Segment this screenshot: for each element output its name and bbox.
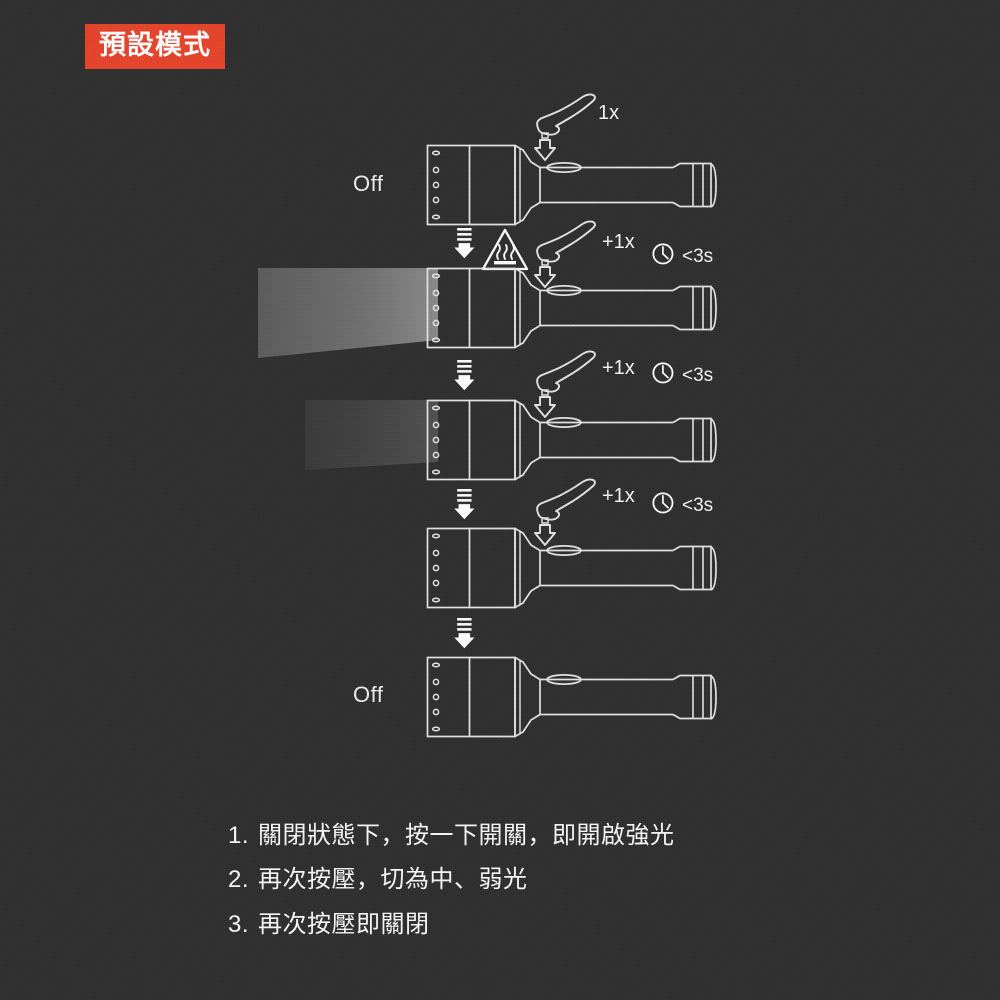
state-label-off-top: Off <box>353 171 384 196</box>
light-beam-high <box>258 268 438 358</box>
list-item: 2. 再次按壓，切為中、弱光 <box>228 864 868 896</box>
flashlight-row-5-off <box>426 656 717 738</box>
finger-press-icon-row-4 <box>534 478 596 546</box>
flashlight-row-1-off <box>426 144 717 226</box>
press-count-row-4: +1x <box>602 485 635 507</box>
light-beam-medium <box>305 400 438 470</box>
motion-down-arrow-icon-1 <box>454 228 475 259</box>
clock-icon-row-3 <box>652 362 674 384</box>
flashlight-row-2-high <box>426 267 717 349</box>
hot-surface-warning-icon <box>481 228 529 271</box>
step-number: 3. <box>228 910 250 938</box>
list-item: 1. 關閉狀態下，按一下開關，即開啟強光 <box>228 820 868 852</box>
clock-icon-row-4 <box>652 492 674 514</box>
state-label-off-bottom: Off <box>353 682 384 707</box>
step-text: 再次按壓，切為中、弱光 <box>258 866 528 894</box>
step-text: 關閉狀態下，按一下開關，即開啟強光 <box>258 822 675 849</box>
step-number: 1. <box>228 822 250 849</box>
clock-icon-row-2 <box>652 243 674 265</box>
step-text: 再次按壓即關閉 <box>258 910 430 938</box>
finger-press-icon-row-3 <box>534 350 596 418</box>
press-count-row-1: 1x <box>598 102 619 124</box>
motion-down-arrow-icon-4 <box>454 618 475 649</box>
finger-press-icon-row-1 <box>534 93 596 161</box>
motion-down-arrow-icon-2 <box>454 360 475 391</box>
motion-down-arrow-icon-3 <box>454 489 475 520</box>
timer-label-row-4: <3s <box>682 495 713 516</box>
step-number: 2. <box>228 866 250 894</box>
press-count-row-2: +1x <box>602 231 635 253</box>
instruction-list: 1. 關閉狀態下，按一下開關，即開啟強光 2. 再次按壓，切為中、弱光 3. 再… <box>228 820 868 953</box>
press-count-row-3: +1x <box>602 357 635 379</box>
flashlight-row-4-low <box>426 527 717 609</box>
timer-label-row-2: <3s <box>682 246 713 267</box>
list-item: 3. 再次按壓即關閉 <box>228 909 868 941</box>
timer-label-row-3: <3s <box>682 365 713 386</box>
page-title-badge: 預設模式 <box>85 24 225 70</box>
flashlight-row-3-medium <box>426 399 717 481</box>
finger-press-icon-row-2 <box>534 220 596 288</box>
